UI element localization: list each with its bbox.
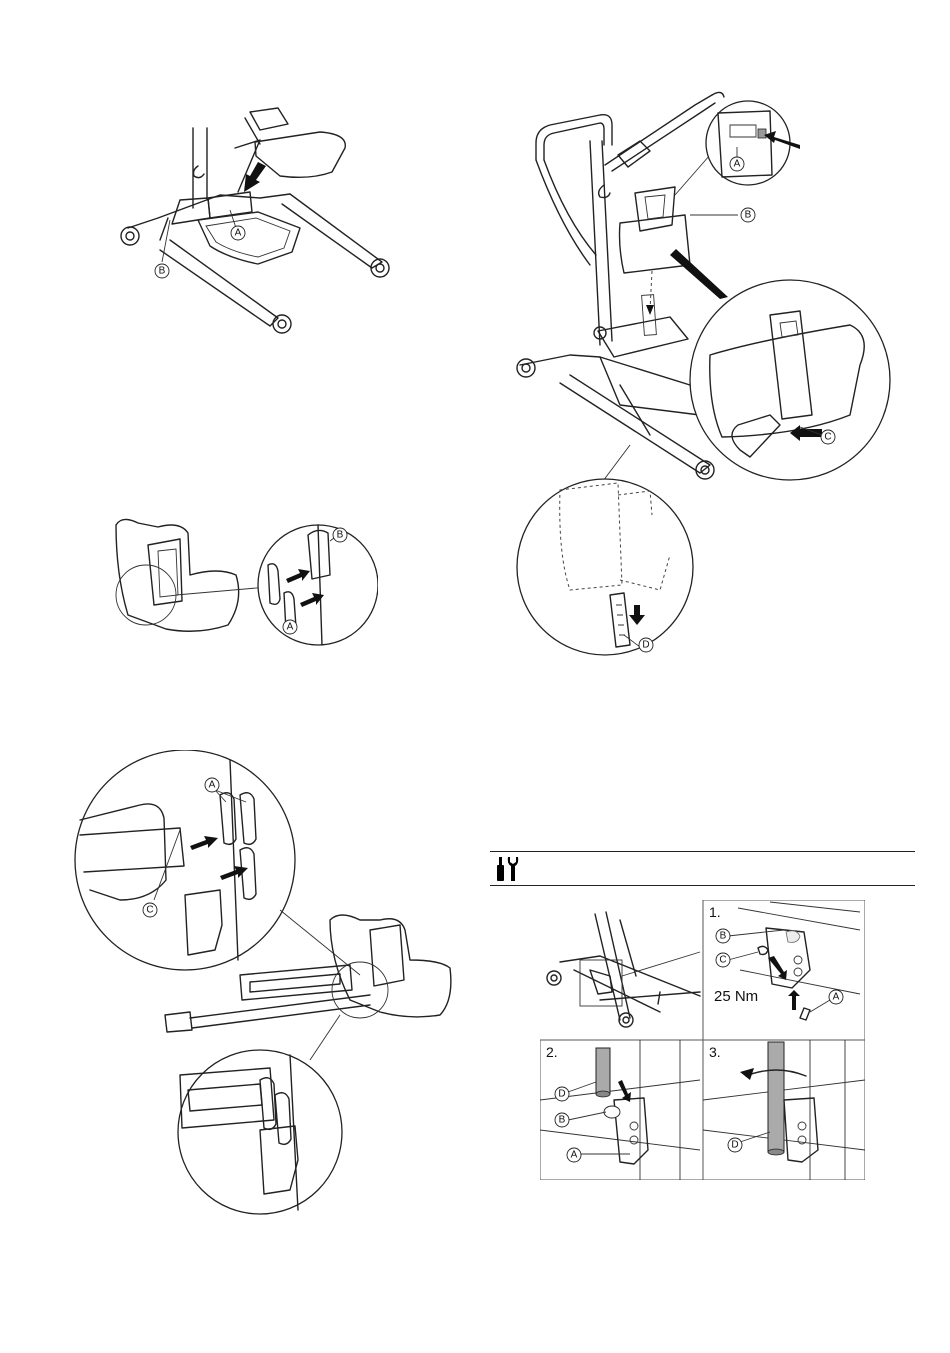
figure-standaid-backrest: A B C D (500, 85, 900, 660)
callout-label: C (824, 432, 831, 443)
callout-label: B (159, 266, 166, 277)
pad-clips-illustration: B A (108, 505, 378, 655)
step-3-panel: 3. D (703, 1040, 865, 1180)
callout-label: D (642, 640, 649, 651)
callout-label: A (209, 780, 216, 791)
callout-label: B (745, 210, 752, 221)
wrench-icon (508, 857, 518, 881)
callout-label: A (235, 228, 242, 239)
step-number: 3. (709, 1044, 721, 1060)
callout-label: D (731, 1140, 738, 1151)
callout-label: B (720, 931, 727, 942)
figure-mast-assembly: 1. B C 25 Nm A 2. D B (540, 900, 865, 1180)
step-1-panel: 1. B C 25 Nm A (703, 900, 865, 1040)
strap-clips-illustration: A C (70, 750, 460, 1215)
mast-assembly-illustration: 1. B C 25 Nm A 2. D B (540, 900, 865, 1180)
screwdriver-icon (497, 857, 504, 881)
callout-label: D (558, 1089, 565, 1100)
overview-sketch (547, 912, 700, 1027)
callout-label: C (146, 905, 153, 916)
step-number: 2. (546, 1044, 558, 1060)
backrest-illustration: A B C D (500, 85, 900, 660)
figure-footplate: A B (110, 100, 410, 340)
torque-value: 25 Nm (714, 988, 758, 1005)
tools-icon-group (492, 852, 532, 885)
callout-label: C (719, 955, 726, 966)
figure-pad-clips: B A (108, 505, 378, 655)
callout-label: B (337, 530, 344, 541)
callout-label: A (734, 159, 741, 170)
footplate-illustration: A B (110, 100, 410, 340)
callout-label: A (833, 992, 840, 1003)
figure-strap-clips: A C (70, 750, 460, 1215)
callout-label: A (571, 1150, 578, 1161)
callout-label: B (559, 1115, 566, 1126)
step-number: 1. (709, 904, 721, 920)
tools-required-bar (490, 851, 915, 886)
step-2-panel: 2. D B A (540, 1040, 703, 1180)
callout-label: A (287, 622, 294, 633)
